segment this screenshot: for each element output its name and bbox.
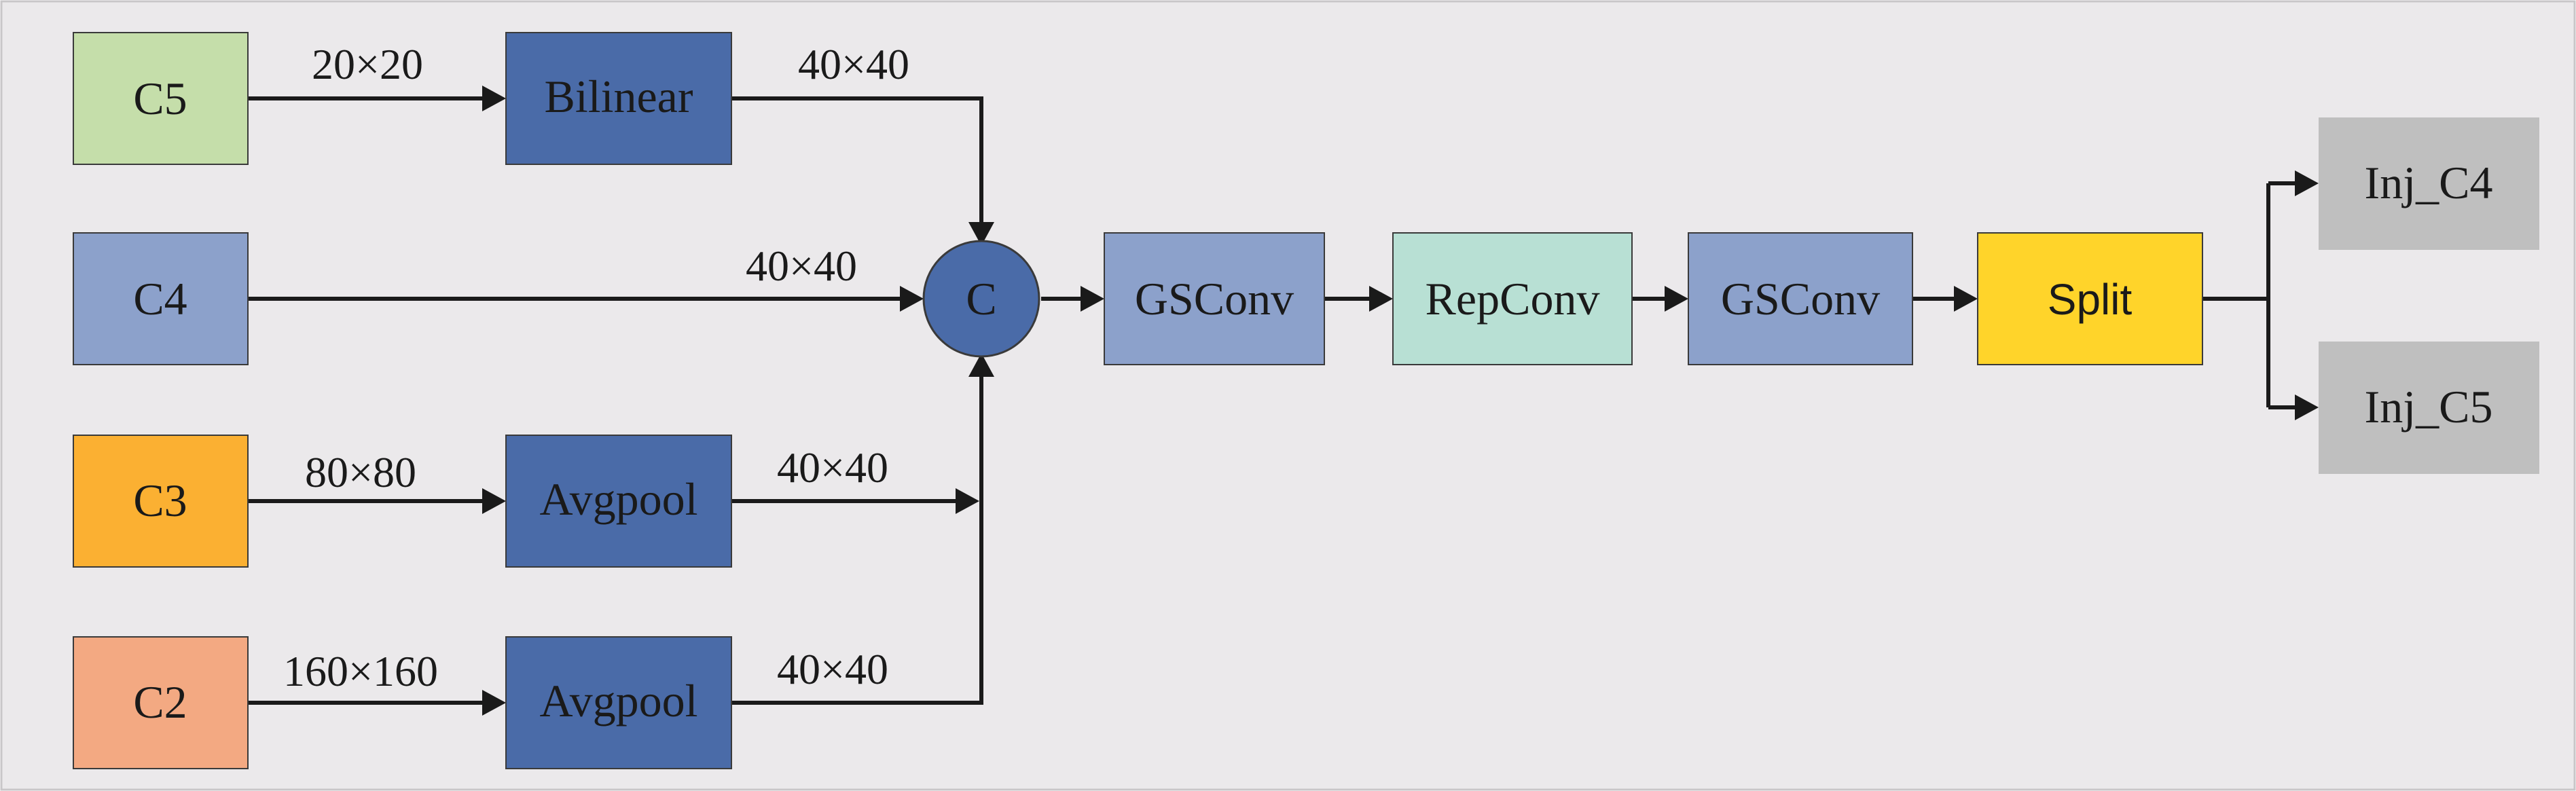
arrowhead-icon xyxy=(482,690,506,716)
node-labels: C5 C4 C3 C2 Bilinear Avgpool Avgpool C G… xyxy=(133,71,2492,728)
arrowhead-icon xyxy=(1954,286,1978,312)
label-gsconv-2: GSConv xyxy=(1721,273,1880,325)
input-nodes xyxy=(73,32,249,769)
node-split xyxy=(1977,232,2203,365)
label-inj-c5: Inj_C5 xyxy=(2365,381,2493,433)
label-inj-c4: Inj_C4 xyxy=(2365,157,2493,208)
operation-nodes xyxy=(505,32,2203,769)
label-concat: C xyxy=(966,273,996,325)
label-c2: C2 xyxy=(133,676,187,728)
size-label-c5-out: 40×40 xyxy=(798,40,909,88)
arrowhead-icon xyxy=(1665,286,1688,312)
label-avgpool-c2: Avgpool xyxy=(540,675,698,726)
size-labels: 20×20 40×40 40×40 80×80 40×40 160×160 40… xyxy=(283,40,909,695)
label-split: Split xyxy=(2048,275,2133,324)
arrowheads xyxy=(482,86,2319,716)
edge-bilinear-concat xyxy=(731,96,983,236)
node-avgpool-c2 xyxy=(505,636,732,769)
label-avgpool-c3: Avgpool xyxy=(540,473,698,525)
arrowhead-icon xyxy=(956,488,979,514)
node-bilinear xyxy=(505,32,732,165)
node-c3 xyxy=(73,435,249,568)
arrowhead-icon xyxy=(482,488,506,514)
arrowhead-icon xyxy=(2295,394,2319,420)
arrowhead-icon xyxy=(968,353,994,377)
arrowhead-icon xyxy=(1081,286,1104,312)
label-c4: C4 xyxy=(133,273,187,325)
label-bilinear: Bilinear xyxy=(544,71,693,122)
node-concat xyxy=(922,240,1040,358)
connectors xyxy=(248,96,2310,705)
edge-avgpool-c2-concat xyxy=(731,363,983,705)
arrowhead-icon xyxy=(968,222,994,246)
size-label-c2-in: 160×160 xyxy=(283,647,438,695)
size-label-c4: 40×40 xyxy=(746,242,857,290)
arrowhead-icon xyxy=(2295,170,2319,196)
node-c2 xyxy=(73,636,249,769)
label-c3: C3 xyxy=(133,475,187,526)
arrowhead-icon xyxy=(900,286,924,312)
label-repconv: RepConv xyxy=(1426,273,1600,325)
node-c4 xyxy=(73,232,249,365)
size-label-c2-out: 40×40 xyxy=(777,645,888,693)
size-label-c5-in: 20×20 xyxy=(312,40,423,88)
label-c5: C5 xyxy=(133,73,187,124)
size-label-c3-out: 40×40 xyxy=(777,443,888,492)
arrowhead-icon xyxy=(482,86,506,111)
label-gsconv-1: GSConv xyxy=(1135,273,1294,325)
node-gsconv-1 xyxy=(1104,232,1325,365)
node-gsconv-2 xyxy=(1688,232,1913,365)
node-inj-c4 xyxy=(2319,117,2539,250)
output-nodes xyxy=(2319,117,2539,474)
node-avgpool-c3 xyxy=(505,435,732,568)
node-repconv xyxy=(1392,232,1633,365)
node-inj-c5 xyxy=(2319,342,2539,474)
size-label-c3-in: 80×80 xyxy=(305,448,416,496)
node-c5 xyxy=(73,32,249,165)
arrowhead-icon xyxy=(1369,286,1393,312)
